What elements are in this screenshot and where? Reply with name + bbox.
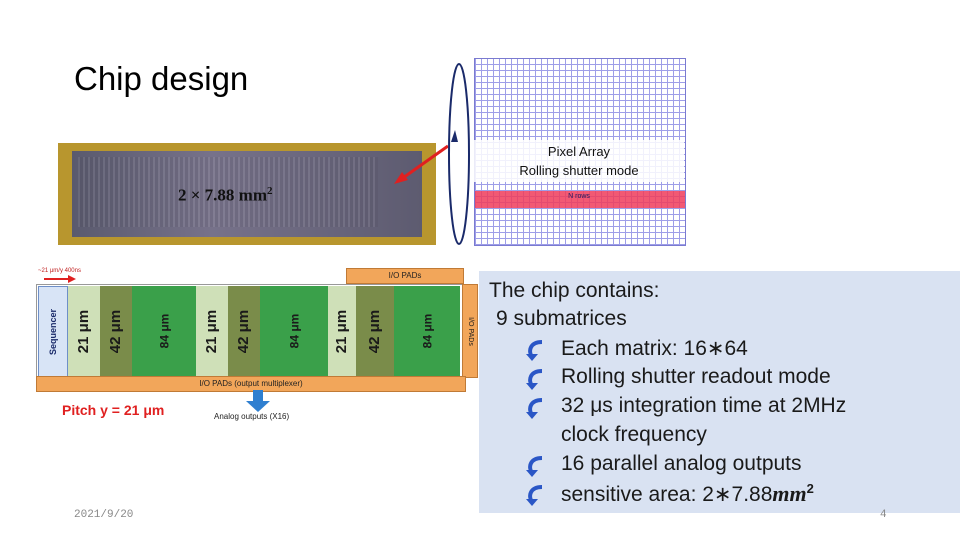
sequencer-label: Sequencer xyxy=(48,308,58,356)
column-2-label: 42 μm xyxy=(107,309,125,353)
chip-die xyxy=(72,151,422,237)
bullet-analog-outputs: 16 parallel analog outputs xyxy=(561,452,802,475)
column-4: 21 μm xyxy=(196,286,228,376)
column-4-label: 21 μm xyxy=(203,309,221,353)
column-5-label: 42 μm xyxy=(235,309,253,353)
right-io-pads: I/O PADs xyxy=(462,284,478,378)
chip-photo xyxy=(58,143,436,245)
sensitive-area-exponent: 2 xyxy=(806,481,814,496)
pixel-array-title: Pixel Array xyxy=(547,144,611,159)
chip-pixel-stripes xyxy=(78,157,378,227)
column-8: 42 μm xyxy=(356,286,394,376)
column-3-label: 84 μm xyxy=(156,313,171,349)
bullet-matrix-size: Each matrix: 16∗64 xyxy=(561,337,748,360)
sensitive-area-unit: mm xyxy=(772,481,807,506)
analog-outputs-label: Analog outputs (X16) xyxy=(214,412,290,421)
panel-subtitle: 9 submatrices xyxy=(496,307,627,330)
bullet-clock-frequency: clock frequency xyxy=(561,423,707,446)
slide-title: Chip design xyxy=(74,60,249,97)
top-note: ~21 μm/y 400ns xyxy=(38,268,81,274)
top-io-pads: I/O PADs xyxy=(346,268,464,284)
column-7-label: 21 μm xyxy=(333,309,351,353)
chip-size-exponent: 2 xyxy=(267,185,273,197)
bullet-sensitive-area: sensitive area: 2∗7.88mm2 xyxy=(561,481,814,507)
sensitive-area-text: sensitive area: 2∗7.88 xyxy=(561,483,773,506)
curved-arrow-icon xyxy=(526,456,543,477)
right-io-pads-label: I/O PADs xyxy=(466,316,474,346)
column-3: 84 μm xyxy=(132,286,196,376)
column-6: 84 μm xyxy=(260,286,328,376)
analog-output-arrow-icon xyxy=(246,390,270,412)
rolling-row-band xyxy=(475,191,685,208)
column-7: 21 μm xyxy=(328,286,356,376)
column-1-label: 21 μm xyxy=(75,309,93,353)
bullet-readout-mode: Rolling shutter readout mode xyxy=(561,365,831,388)
chip-size-label: 2 × 7.88 mm2 xyxy=(178,185,273,206)
pixel-array-caption: Pixel Array Rolling shutter mode xyxy=(474,140,684,182)
scan-direction-ellipse-icon xyxy=(448,63,470,245)
chip-size-text: 2 × 7.88 mm xyxy=(178,185,268,205)
curved-arrow-icon xyxy=(526,340,543,361)
pixel-array-mode: Rolling shutter mode xyxy=(519,163,639,178)
panel-title: The chip contains: xyxy=(489,279,660,302)
column-8-label: 42 μm xyxy=(366,309,384,353)
column-6-label: 84 μm xyxy=(286,313,301,349)
column-5: 42 μm xyxy=(228,286,260,376)
footer-date: 2021/9/20 xyxy=(74,509,134,521)
info-panel xyxy=(479,271,960,513)
pointer-arrow-icon xyxy=(394,144,449,184)
n-rows-label: N rows xyxy=(568,193,590,200)
column-9-label: 84 μm xyxy=(419,313,434,349)
bullet-integration-time: 32 μs integration time at 2MHz xyxy=(561,394,847,417)
bottom-io-pads: I/O PADs (output multiplexer) xyxy=(36,376,466,392)
page-number: 4 xyxy=(880,509,887,521)
direction-arrow-icon xyxy=(44,275,76,283)
curved-arrow-icon xyxy=(526,398,543,419)
pitch-label: Pitch y = 21 μm xyxy=(62,402,165,418)
column-1: 21 μm xyxy=(68,286,100,376)
curved-arrow-icon xyxy=(526,369,543,390)
curved-arrow-icon xyxy=(526,485,543,506)
column-2: 42 μm xyxy=(100,286,132,376)
column-9: 84 μm xyxy=(394,286,460,376)
sequencer-block: Sequencer xyxy=(38,286,68,378)
